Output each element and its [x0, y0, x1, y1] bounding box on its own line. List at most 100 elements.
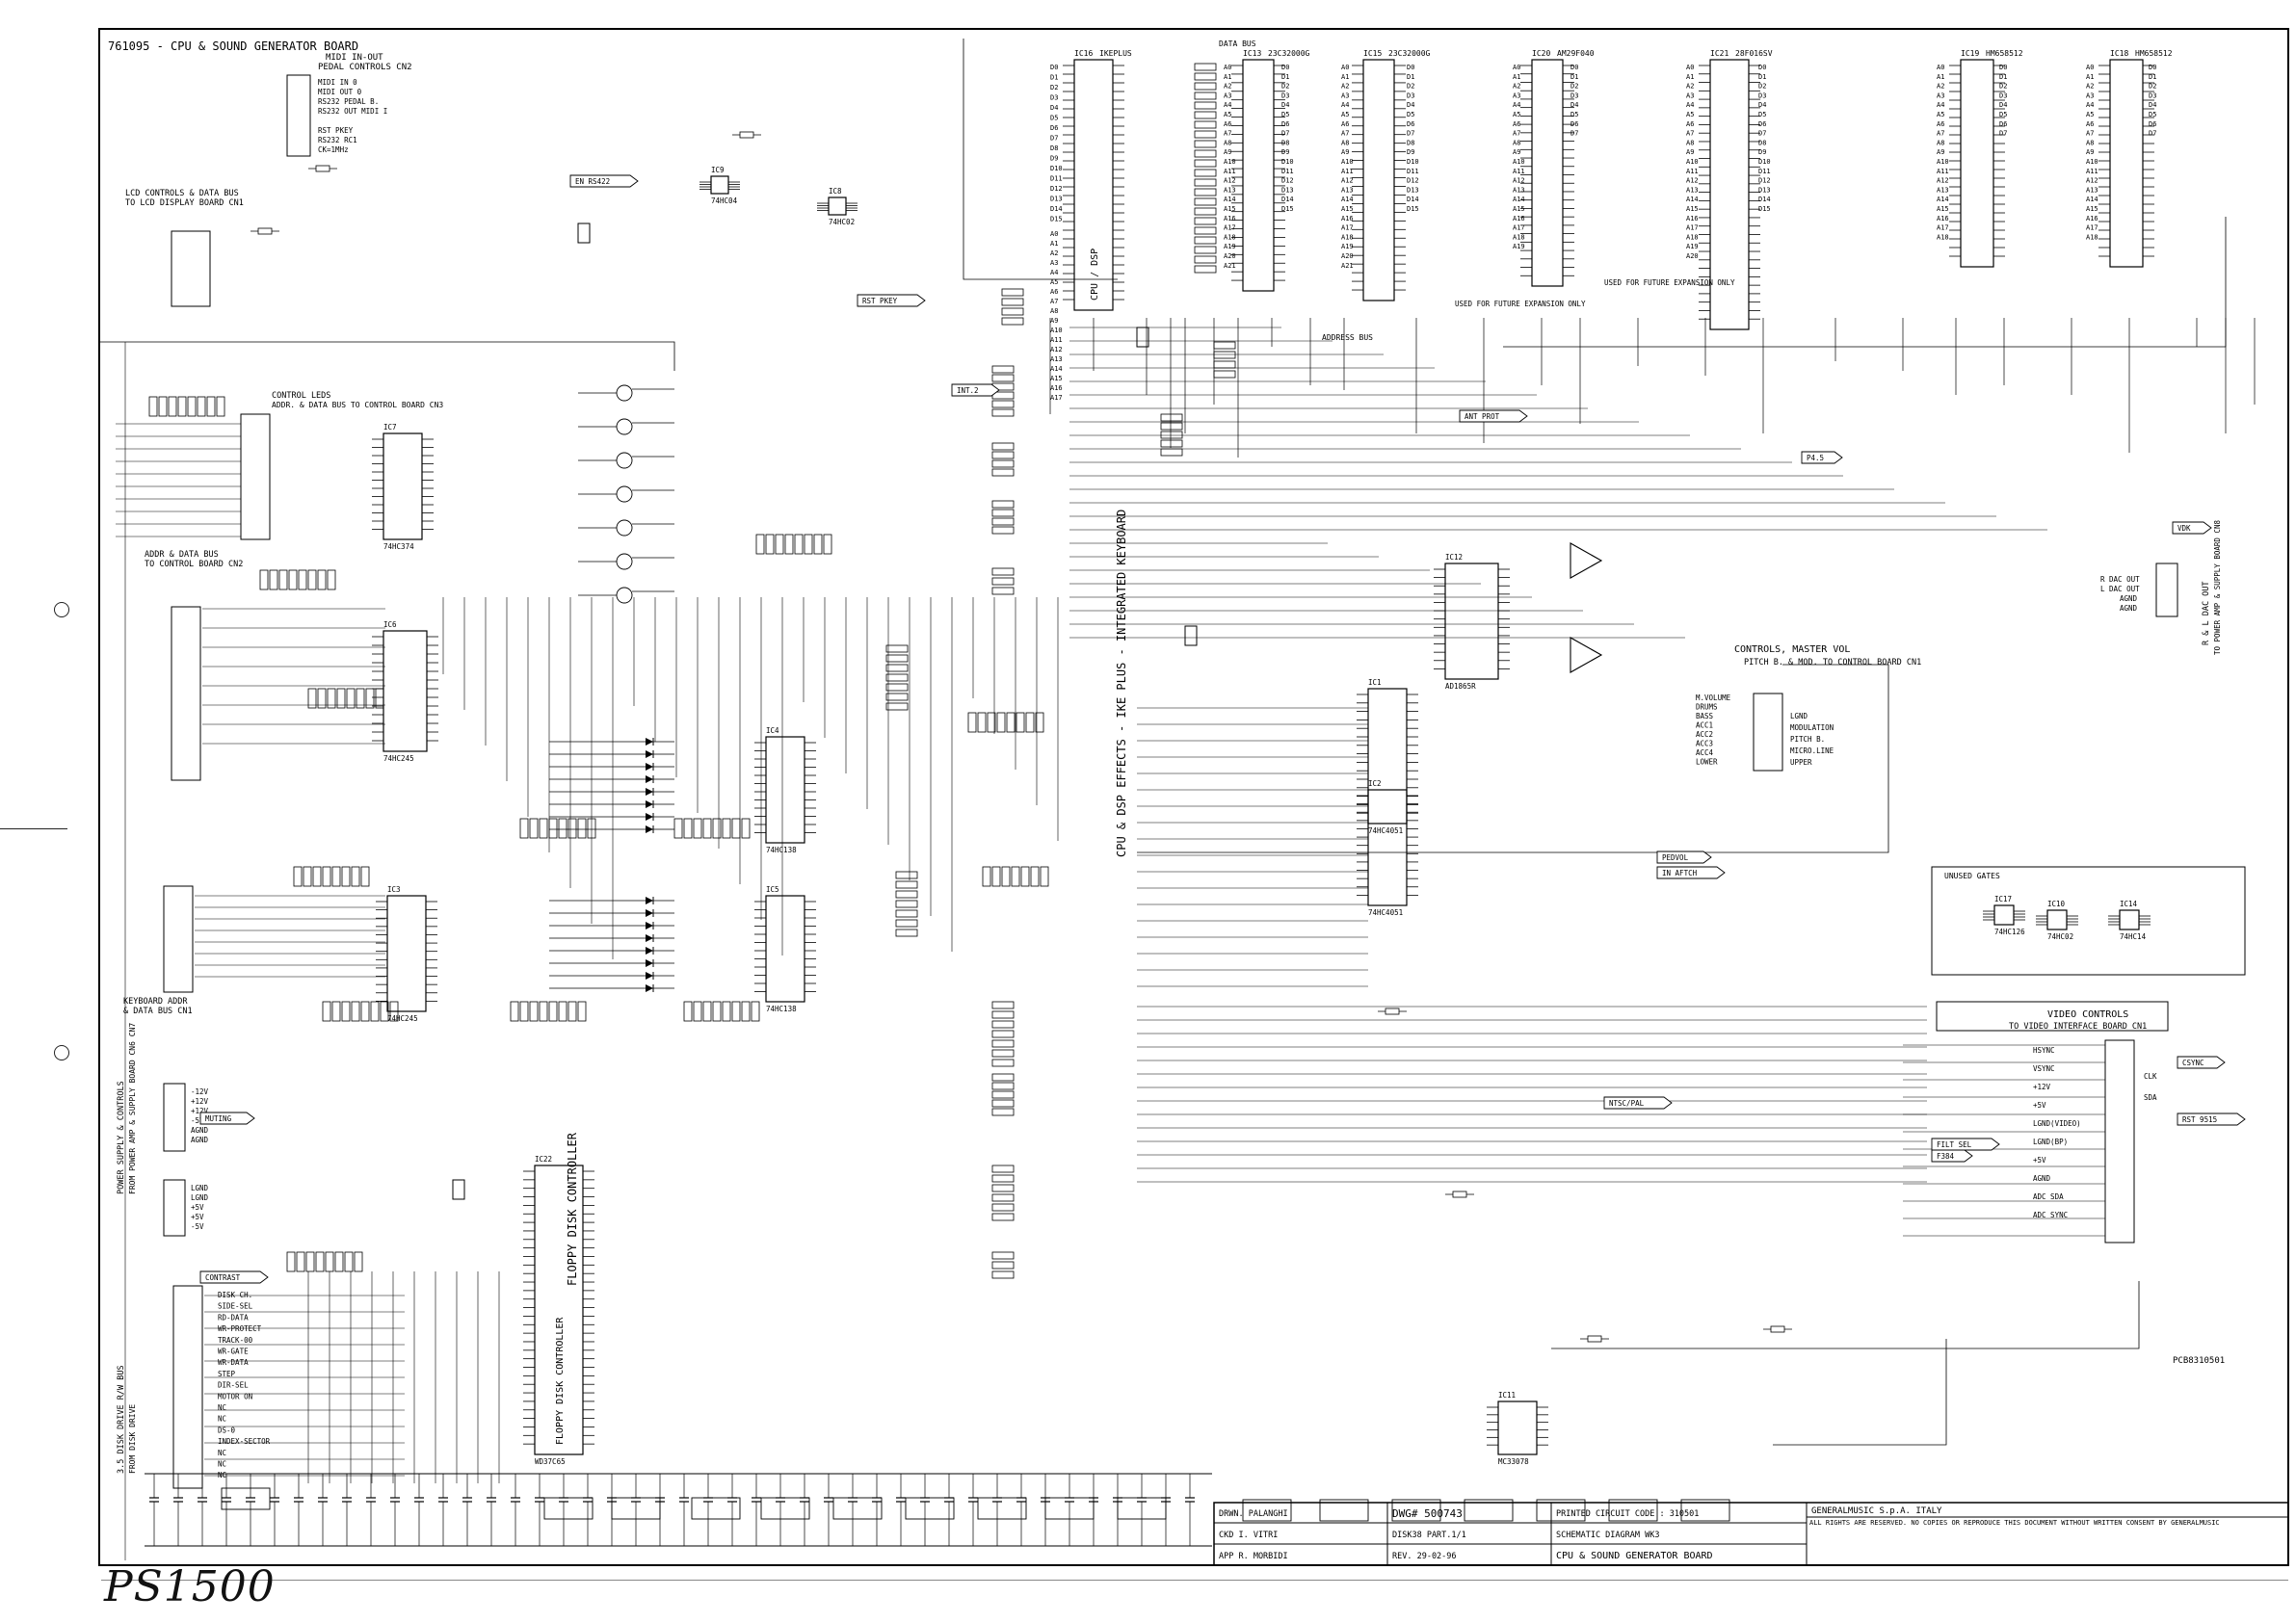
bus-label: D3 [2149, 92, 2156, 99]
net-flag: INT.2 [951, 383, 1000, 397]
bus-label: A9 [1686, 148, 1694, 156]
bus-label: A1 [1050, 240, 1058, 248]
binder-hole-top [54, 602, 69, 617]
cn9-pin-label: LGND(BP) [2033, 1138, 2068, 1146]
cn1-pin-label: ACC1 [1696, 721, 1713, 730]
bus-label: A5 [1341, 111, 1349, 118]
bus-label: A3 [1513, 92, 1520, 99]
net-flag-label: NTSC/PAL [1609, 1099, 1645, 1108]
bus-label: D6 [2149, 120, 2156, 128]
bus-label: D7 [1407, 130, 1414, 138]
bus-label: A3 [1937, 92, 1944, 99]
bus-label: D8 [1758, 139, 1766, 146]
net-flag: FILT SEL [1931, 1138, 2000, 1151]
cn9-subtitle: TO VIDEO INTERFACE BOARD CN1 [2009, 1022, 2147, 1032]
bus-label: A11 [1224, 168, 1236, 175]
data-bus-label: DATA BUS [1219, 39, 1256, 48]
bus-label: A1 [1341, 73, 1349, 81]
bus-label: A19 [1686, 243, 1699, 250]
cn11-pin-label: WR-PROTECT [218, 1324, 262, 1333]
chip-ref: IC8 [829, 187, 842, 196]
cn11-pin-label: DIR-SEL [218, 1381, 249, 1390]
chip-ref: IC19 [1961, 49, 1979, 58]
bus-label: A16 [1686, 215, 1699, 223]
bus-label: D9 [1758, 148, 1766, 156]
bus-label: D3 [1281, 92, 1289, 99]
bus-label: D1 [1999, 73, 2007, 81]
bus-label: D5 [1407, 111, 1414, 118]
chip-part: 74HC04 [711, 196, 738, 205]
bus-label: A5 [1050, 278, 1058, 286]
bus-label: D5 [1281, 111, 1289, 118]
bus-label: A11 [1937, 168, 1949, 175]
net-flag-label: INT.2 [957, 386, 979, 395]
bus-label: A19 [1513, 243, 1525, 250]
title-block: DRWN. PALANGHI CKD I. VITRI APP R. MORBI… [1213, 1502, 2289, 1566]
bus-label: D14 [1281, 196, 1294, 203]
bus-label: D10 [1281, 158, 1294, 166]
bus-label: A8 [1937, 139, 1944, 146]
bus-label: A7 [1686, 130, 1694, 138]
chip-part: 74HC245 [387, 1014, 418, 1023]
bus-label: D14 [1050, 205, 1063, 213]
cn7-pin-4: -5V [191, 1116, 204, 1125]
cn4-pin-1: MIDI IN 0 [318, 78, 357, 87]
bus-label: A21 [1341, 262, 1354, 270]
bus-label: A3 [1686, 92, 1694, 99]
chip-ref: IC15 [1363, 49, 1382, 58]
cn1-pin-label: MODULATION [1790, 723, 1834, 732]
net-flag-label: CONTRAST [205, 1273, 241, 1282]
bus-label: A16 [1513, 215, 1525, 223]
chip-ref: IC14 [2120, 900, 2138, 908]
cn1-pin-label: ACC2 [1696, 730, 1713, 739]
bus-label: D0 [1758, 64, 1766, 71]
bus-label: A17 [1050, 394, 1063, 402]
bus-label: A19 [1341, 243, 1354, 250]
bus-label: A16 [1937, 215, 1949, 223]
cn11-disk-connector: 3.5 DISK DRIVE R/W BUS FROM DISK DRIVE D… [117, 1285, 271, 1489]
bus-label: A0 [1050, 230, 1058, 238]
bus-label: A3 [1050, 259, 1058, 267]
bus-label: A18 [1341, 233, 1354, 241]
bus-label: A14 [1513, 196, 1525, 203]
bus-label: D6 [1758, 120, 1766, 128]
bus-label: A7 [2086, 130, 2094, 138]
cn7-pin-1: -12V [191, 1087, 209, 1096]
bus-label: D10 [1407, 158, 1419, 166]
cn9-pin-label: +5V [2033, 1156, 2046, 1165]
bus-label: A7 [1224, 130, 1231, 138]
cn9-title: VIDEO CONTROLS [2047, 1009, 2128, 1020]
page-baseline [101, 1580, 2288, 1581]
cn11-pin-label: NC [218, 1415, 226, 1424]
bus-label: A16 [2086, 215, 2098, 223]
tb-approved: APP R. MORBIDI [1219, 1552, 1288, 1561]
cn9-pin-label: +5V [2033, 1101, 2046, 1110]
net-flag: CONTRAST [199, 1270, 269, 1284]
net-flag-label: FILT SEL [1937, 1140, 1972, 1149]
chip-ref: IC17 [1994, 895, 2012, 903]
bus-label: A1 [1513, 73, 1520, 81]
cn11-pin-label: WR-GATE [218, 1348, 249, 1356]
bus-label: A8 [1050, 307, 1058, 315]
cpu-side-label: CPU & DSP EFFECTS - IKE PLUS - INTEGRATE… [1115, 510, 1128, 857]
cn7-power-connector: POWER SUPPLY & CONTROLS FROM POWER AMP &… [117, 1023, 209, 1194]
cn11-pin-label: WR-DATA [218, 1358, 249, 1367]
decoupling-capacitor-strip [221, 1487, 1730, 1522]
bus-label: D6 [1281, 120, 1289, 128]
net-flag-label: IN AFTCH [1662, 869, 1698, 877]
label-layer: D0D1D2D3D4D5D6D7D8D9D10D11D12D13D14D15A0… [1050, 64, 2156, 402]
cn8-pin-5: -5V [191, 1222, 204, 1231]
cn11-pin-label: DISK CH. [218, 1291, 252, 1299]
bus-label: A17 [1341, 224, 1354, 232]
cn7-pin-6: AGND [191, 1136, 209, 1144]
bus-label: D8 [1281, 139, 1289, 146]
net-flag: RST 9515 [2177, 1113, 2246, 1126]
cn7-subtitle: FROM POWER AMP & SUPPLY BOARD CN6 CN7 [128, 1023, 137, 1194]
bus-label: A10 [1937, 158, 1949, 166]
cn1-pin-label: MICRO.LINE [1790, 746, 1834, 755]
